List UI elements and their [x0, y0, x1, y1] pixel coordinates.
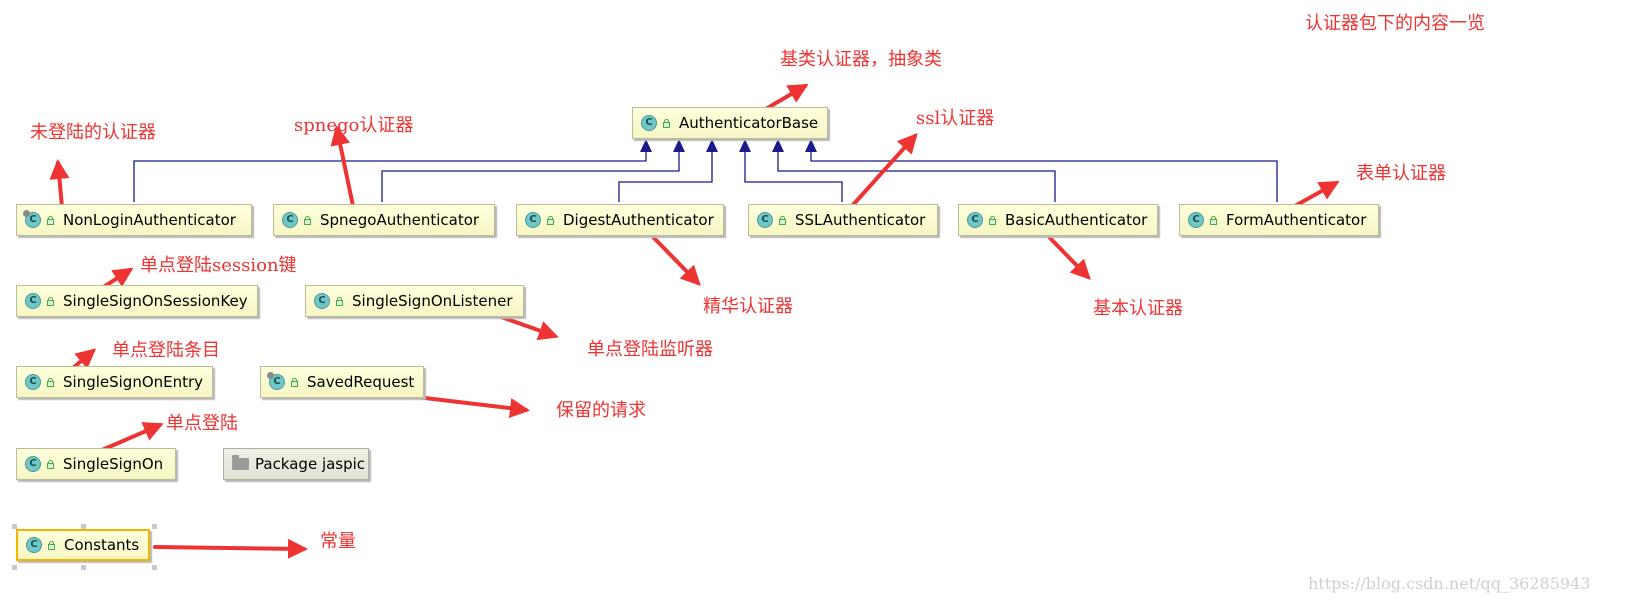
annotation-arrow-constants: [153, 538, 308, 559]
annotation-arrow-spnego: [330, 125, 355, 208]
note-sso: 单点登陆: [166, 413, 238, 434]
class-icon: C: [967, 212, 983, 228]
class-icon: C: [25, 374, 41, 390]
selection-handle[interactable]: [152, 565, 157, 570]
note-form: 表单认证器: [1356, 163, 1446, 184]
class-label: SingleSignOnListener: [352, 292, 513, 310]
arrowhead: [706, 139, 718, 152]
public-lock-icon: [46, 459, 55, 469]
selection-handle[interactable]: [81, 524, 86, 529]
public-lock-icon: [303, 215, 312, 225]
class-icon: C: [23, 210, 41, 228]
public-lock-icon: [778, 215, 787, 225]
class-label: Constants: [64, 536, 140, 554]
class-icon: C: [26, 537, 42, 553]
note-saved-request: 保留的请求: [556, 400, 646, 421]
note-base: 基类认证器，抽象类: [780, 49, 942, 70]
arrowhead: [739, 139, 751, 152]
class-authenticatorbase[interactable]: C AuthenticatorBase: [632, 107, 828, 139]
inheritance-line-basic: [777, 143, 1056, 202]
public-lock-icon: [988, 215, 997, 225]
class-icon: C: [267, 372, 285, 390]
note-ssl: ssl认证器: [916, 108, 995, 129]
inheritance-connectors: [133, 143, 1278, 202]
class-sslauthenticator[interactable]: C SSLAuthenticator: [748, 204, 938, 236]
inheritance-line-spnego: [381, 143, 680, 202]
public-lock-icon: [46, 296, 55, 306]
class-savedrequest[interactable]: C SavedRequest: [260, 366, 424, 398]
class-digestauthenticator[interactable]: C DigestAuthenticator: [516, 204, 724, 236]
note-sso-listener: 单点登陆监听器: [587, 339, 713, 360]
public-lock-icon: [46, 215, 55, 225]
note-constants: 常量: [320, 531, 356, 552]
public-lock-icon: [47, 540, 56, 550]
class-icon: C: [525, 212, 541, 228]
public-lock-icon: [546, 215, 555, 225]
package-jaspic[interactable]: Package jaspic: [223, 448, 369, 480]
inheritance-line-ssl: [744, 143, 843, 202]
class-icon: C: [25, 456, 41, 472]
selection-handle[interactable]: [152, 524, 157, 529]
class-nonloginauthenticator[interactable]: C NonLoginAuthenticator: [16, 204, 252, 236]
class-singlesignon[interactable]: C SingleSignOn: [16, 448, 176, 480]
arrowhead: [673, 139, 685, 152]
note-digest: 精华认证器: [703, 296, 793, 317]
class-label: SSLAuthenticator: [795, 211, 926, 229]
class-icon: C: [641, 115, 657, 131]
class-label: SpnegoAuthenticator: [320, 211, 480, 229]
annotation-arrow-basic: [1048, 236, 1091, 280]
class-icon: C: [282, 212, 298, 228]
arrowhead: [772, 139, 784, 152]
folder-icon: [232, 455, 249, 470]
class-label: FormAuthenticator: [1226, 211, 1367, 229]
note-non-login: 未登陆的认证器: [30, 122, 156, 143]
annotation-arrow-saved-request: [406, 394, 530, 419]
inheritance-line-nonlogin: [133, 143, 647, 202]
note-package-overview: 认证器包下的内容一览: [1305, 13, 1485, 34]
annotation-arrow-digest: [652, 236, 701, 286]
class-singlesignonsessionkey[interactable]: C SingleSignOnSessionKey: [16, 285, 258, 317]
selection-handle[interactable]: [12, 524, 17, 529]
class-label: SingleSignOnSessionKey: [63, 292, 248, 310]
class-icon: C: [1188, 212, 1204, 228]
annotation-arrows: [49, 83, 1340, 559]
class-label: BasicAuthenticator: [1005, 211, 1148, 229]
class-spnegoauthenticator[interactable]: C SpnegoAuthenticator: [273, 204, 495, 236]
class-label: DigestAuthenticator: [563, 211, 714, 229]
note-spnego: spnego认证器: [294, 115, 414, 136]
public-lock-icon: [335, 296, 344, 306]
arrowhead: [805, 139, 817, 152]
package-label: Package jaspic: [255, 455, 366, 473]
class-label: SingleSignOnEntry: [63, 373, 204, 391]
class-constants[interactable]: C Constants: [16, 529, 150, 561]
class-label: AuthenticatorBase: [679, 114, 819, 132]
annotation-arrow-ssl: [850, 133, 918, 208]
class-label: SavedRequest: [307, 373, 415, 391]
inheritance-line-digest: [618, 143, 713, 202]
inheritance-arrowheads: [640, 139, 817, 152]
class-icon: C: [25, 293, 41, 309]
class-label: SingleSignOn: [63, 455, 164, 473]
public-lock-icon: [46, 377, 55, 387]
note-sso-entry: 单点登陆条目: [112, 340, 220, 361]
class-singlesignonentry[interactable]: C SingleSignOnEntry: [16, 366, 213, 398]
note-sso-session-key: 单点登陆session键: [140, 255, 297, 276]
selection-handle[interactable]: [81, 565, 86, 570]
watermark: https://blog.csdn.net/qq_36285943: [1308, 574, 1591, 593]
class-basicauthenticator[interactable]: C BasicAuthenticator: [958, 204, 1158, 236]
selection-handle[interactable]: [12, 565, 17, 570]
class-icon: C: [314, 293, 330, 309]
public-lock-icon: [1209, 215, 1218, 225]
class-formauthenticator[interactable]: C FormAuthenticator: [1179, 204, 1379, 236]
arrowhead: [640, 139, 652, 152]
note-basic: 基本认证器: [1093, 298, 1183, 319]
annotation-arrow-nonlogin: [49, 159, 70, 209]
class-singlesignonlistener[interactable]: C SingleSignOnListener: [305, 285, 524, 317]
public-lock-icon: [662, 118, 671, 128]
public-lock-icon: [290, 377, 299, 387]
class-label: NonLoginAuthenticator: [63, 211, 236, 229]
class-icon: C: [757, 212, 773, 228]
